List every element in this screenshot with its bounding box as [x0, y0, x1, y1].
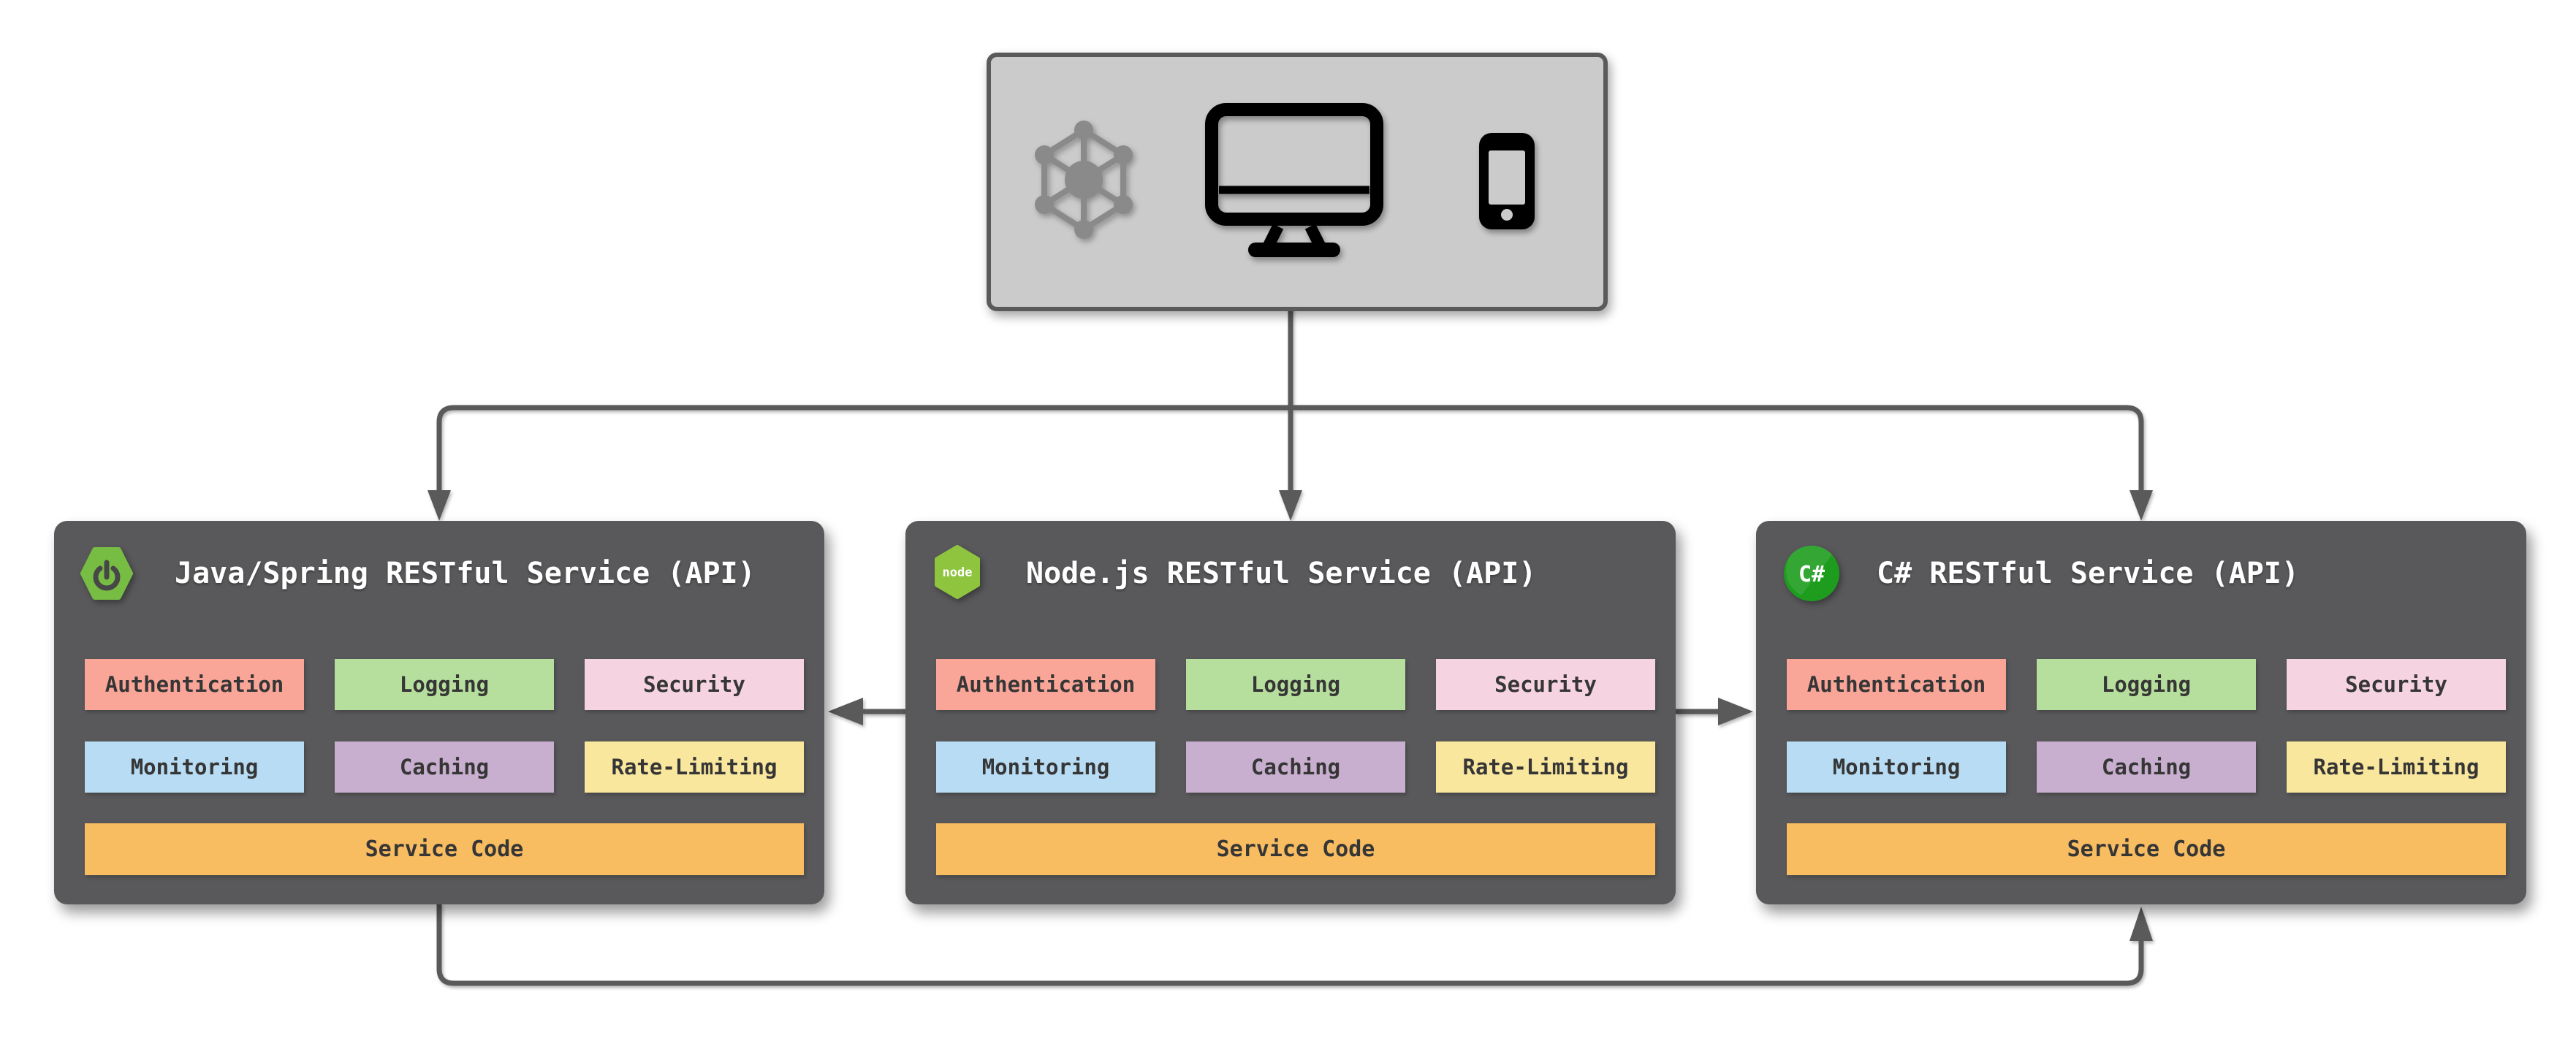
- chip-monitoring: Monitoring: [85, 741, 304, 793]
- chip-authentication: Authentication: [85, 659, 304, 710]
- csharp-icon-text: C#: [1798, 562, 1825, 587]
- service-code-label: Service Code: [1216, 836, 1375, 862]
- chip-label: Rate-Limiting: [2313, 755, 2480, 779]
- chip-authentication: Authentication: [1787, 659, 2006, 710]
- network-icon: [1035, 121, 1133, 239]
- arrowhead-up: [2129, 907, 2153, 941]
- service-title: Node.js RESTful Service (API): [1026, 557, 1537, 590]
- chip-logging: Logging: [335, 659, 554, 710]
- chip-label: Authentication: [1806, 672, 1986, 697]
- service-code-bar: Service Code: [1787, 823, 2506, 875]
- service-box-nodejs: node Node.js RESTful Service (API) Authe…: [905, 521, 1676, 904]
- service-box-csharp: C# C# RESTful Service (API) Authenticati…: [1756, 521, 2526, 904]
- chip-authentication: Authentication: [936, 659, 1155, 710]
- chip-label: Security: [2345, 672, 2447, 697]
- arrowhead-down-left: [428, 490, 451, 521]
- chip-caching: Caching: [1186, 741, 1405, 793]
- chip-label: Logging: [1250, 672, 1341, 697]
- nodejs-icon: node: [935, 545, 980, 599]
- chip-logging: Logging: [2037, 659, 2256, 710]
- chip-label: Monitoring: [981, 755, 1110, 779]
- chip-security: Security: [585, 659, 804, 710]
- chip-rate-limiting: Rate-Limiting: [585, 741, 804, 793]
- chip-caching: Caching: [2037, 741, 2256, 793]
- arrowhead-right: [1718, 698, 1753, 725]
- chip-label: Rate-Limiting: [1462, 755, 1629, 779]
- chip-monitoring: Monitoring: [1787, 741, 2006, 793]
- mobile-icon: [1479, 133, 1535, 229]
- chip-security: Security: [1436, 659, 1655, 710]
- csharp-icon: C#: [1784, 545, 1839, 601]
- service-title: Java/Spring RESTful Service (API): [175, 557, 756, 590]
- desktop-icon: [1205, 103, 1383, 257]
- chip-caching: Caching: [335, 741, 554, 793]
- chip-logging: Logging: [1186, 659, 1405, 710]
- chip-monitoring: Monitoring: [936, 741, 1155, 793]
- chip-rate-limiting: Rate-Limiting: [1436, 741, 1655, 793]
- chip-label: Security: [643, 672, 745, 697]
- chip-label: Rate-Limiting: [611, 755, 778, 779]
- spring-boot-icon: [80, 547, 133, 600]
- chip-label: Authentication: [956, 672, 1136, 697]
- chip-label: Logging: [2101, 672, 2192, 697]
- service-code-label: Service Code: [365, 836, 524, 862]
- chip-label: Authentication: [105, 672, 284, 697]
- service-code-bar: Service Code: [936, 823, 1655, 875]
- chip-label: Monitoring: [130, 755, 259, 779]
- arrowhead-down-right: [2129, 490, 2153, 521]
- chip-label: Caching: [2101, 755, 2192, 779]
- chip-label: Security: [1494, 672, 1597, 697]
- power-glyph: [93, 560, 121, 591]
- service-code-bar: Service Code: [85, 823, 804, 875]
- chip-label: Logging: [399, 672, 490, 697]
- arrowhead-down-middle: [1279, 490, 1302, 521]
- nodejs-icon-text: node: [943, 565, 973, 580]
- chip-label: Caching: [399, 755, 490, 779]
- service-box-java-spring: Java/Spring RESTful Service (API) Authen…: [54, 521, 824, 904]
- chip-label: Caching: [1250, 755, 1341, 779]
- clients-box: [987, 53, 1608, 311]
- chip-rate-limiting: Rate-Limiting: [2287, 741, 2506, 793]
- service-code-label: Service Code: [2067, 836, 2226, 862]
- arrowhead-left: [828, 698, 863, 725]
- chip-label: Monitoring: [1832, 755, 1961, 779]
- chip-security: Security: [2287, 659, 2506, 710]
- service-title: C# RESTful Service (API): [1877, 557, 2299, 590]
